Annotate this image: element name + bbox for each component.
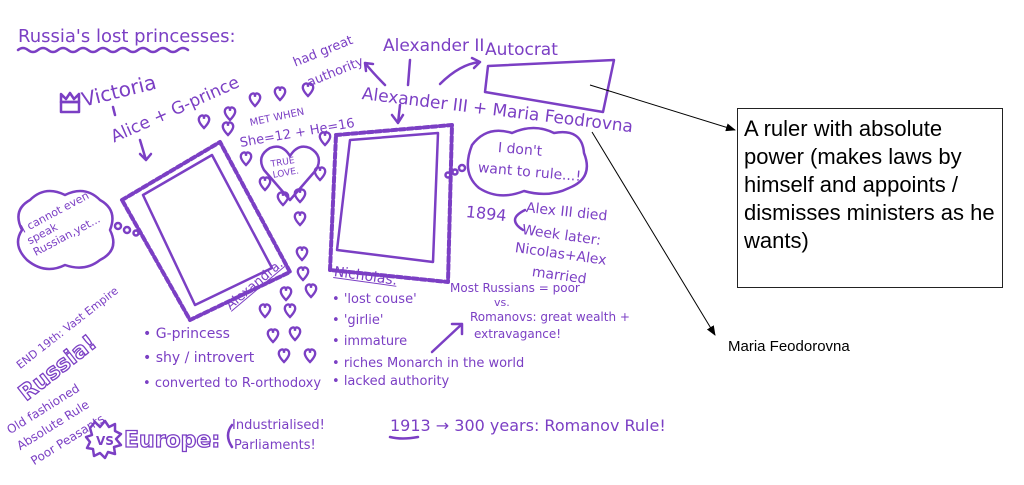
annotation-arrow-maria xyxy=(591,131,716,336)
maria-feodorovna-label[interactable]: Maria Feodorovna xyxy=(728,338,850,355)
sketch-title: Russia's lost princesses: xyxy=(18,26,236,47)
parliaments-text: Parliaments! xyxy=(234,438,316,453)
victoria-line xyxy=(111,105,117,117)
autocrat-definition-textbox[interactable]: A ruler with absolute power (makes laws … xyxy=(737,108,1003,288)
industrialised-text: Industrialised! xyxy=(232,418,325,433)
autocrat-box xyxy=(483,58,616,114)
arrow-to-autocrat xyxy=(438,56,482,86)
autocrat-text: Autocrat xyxy=(485,40,558,60)
bracket-1894 xyxy=(513,208,527,232)
arrow-to-alexandra xyxy=(138,138,153,162)
arrow-to-romanovs xyxy=(430,322,464,354)
vs-text: VS xyxy=(96,434,114,448)
annotation-arrow-autocrat xyxy=(589,84,736,132)
bracket-europe xyxy=(226,423,234,449)
alexandra-point: • converted to R-orthodoxy xyxy=(143,376,322,391)
nicholas-photo-frame xyxy=(328,123,454,284)
nicholas-point: • lacked authority xyxy=(332,374,450,389)
romanovs-text-2: extravagance! xyxy=(474,327,562,341)
romanovs-text-1: Romanovs: great wealth + xyxy=(470,310,630,324)
alexander-ii-line xyxy=(406,58,412,87)
arrow-to-nicholas xyxy=(390,103,405,125)
arrow-to-authority xyxy=(363,61,387,87)
left-thought-cloud xyxy=(16,189,115,271)
alexander-ii-text: Alexander II xyxy=(383,36,485,56)
nicholas-point: • 'girlie' xyxy=(332,313,384,328)
true-love-heart xyxy=(259,145,321,202)
alexandra-point: • G-princess xyxy=(143,326,230,342)
right-thought-cloud xyxy=(466,126,589,197)
alexandra-photo-frame xyxy=(120,140,292,322)
underline-1913 xyxy=(388,435,420,440)
crown-icon xyxy=(59,91,81,114)
nicholas-point: • riches Monarch in the world xyxy=(332,356,525,371)
nicholas-point: • 'lost couse' xyxy=(332,292,417,307)
romanov-rule-text: 1913 → 300 years: Romanov Rule! xyxy=(390,416,666,435)
nicholas-point: • immature xyxy=(332,334,408,349)
europe-text: Europe: xyxy=(123,427,221,453)
alexandra-point: • shy / introvert xyxy=(143,350,255,366)
vs-small-text: vs. xyxy=(494,296,510,309)
vs-burst-icon xyxy=(84,419,123,460)
year-1894: 1894 xyxy=(465,202,508,226)
most-russians-text: Most Russians = poor xyxy=(450,281,580,295)
title-wavy-underline xyxy=(16,46,190,54)
